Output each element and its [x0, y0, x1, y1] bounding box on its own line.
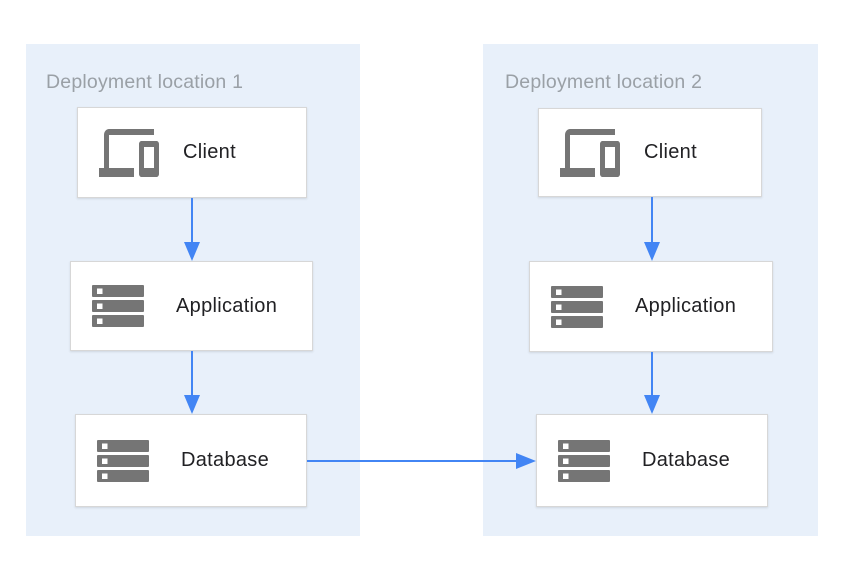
- arrow-application-to-database-location-1: [184, 351, 200, 414]
- arrow-application-to-database-location-2: [644, 352, 660, 414]
- arrow-head-down-icon: [184, 395, 200, 414]
- arrow-stem: [651, 197, 653, 242]
- panel-title: Deployment location 1: [46, 71, 244, 93]
- application-node-location-2: Application: [529, 261, 773, 352]
- arrow-client-to-application-location-1: [184, 198, 200, 261]
- node-label: Application: [176, 294, 278, 317]
- arrow-stem: [191, 351, 193, 395]
- devices-icon: [99, 128, 159, 177]
- deployment-location-1-panel: Deployment location 1 Client A: [26, 44, 360, 536]
- node-label: Database: [642, 449, 731, 471]
- client-node-location-2: Client: [538, 108, 762, 197]
- arrow-client-to-application-location-2: [644, 197, 660, 261]
- arrow-head-down-icon: [644, 242, 660, 261]
- arrow-stem: [191, 198, 193, 242]
- arrow-head-down-icon: [644, 395, 660, 414]
- node-label: Client: [183, 141, 236, 163]
- application-node-location-1: Application: [70, 261, 313, 351]
- database-node-location-1: Database: [75, 414, 307, 507]
- arrow-stem: [307, 460, 516, 462]
- client-node-location-1: Client: [77, 107, 307, 198]
- node-label: Database: [181, 449, 270, 471]
- devices-icon: [560, 128, 620, 177]
- arrow-database-to-database-replication: [307, 453, 536, 469]
- server-stack-icon: [558, 439, 618, 482]
- deployment-location-2-panel: Deployment location 2 Client A: [483, 44, 818, 536]
- arrow-stem: [651, 352, 653, 395]
- server-stack-icon: [97, 439, 157, 482]
- node-label: Client: [644, 141, 697, 163]
- arrow-head-down-icon: [184, 242, 200, 261]
- arrow-head-right-icon: [516, 453, 536, 469]
- server-stack-icon: [92, 285, 152, 327]
- database-node-location-2: Database: [536, 414, 768, 507]
- node-label: Application: [635, 295, 737, 317]
- panel-title: Deployment location 2: [505, 71, 703, 93]
- server-stack-icon: [551, 285, 611, 328]
